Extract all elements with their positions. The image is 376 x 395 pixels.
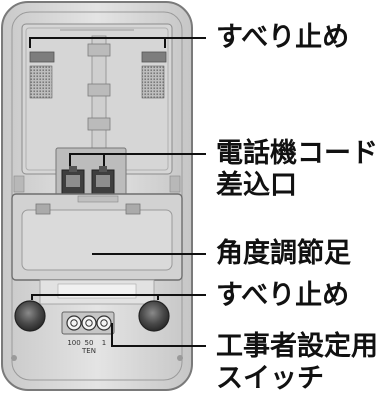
label-angle-stand: 角度調節足 (216, 238, 351, 270)
angle-adjust-stand (11, 193, 183, 281)
label-cord-jack-line1: 電話機コード (216, 138, 376, 169)
leader-rubber-feet-top (29, 37, 166, 48)
switch-label-100: 100 (67, 339, 80, 347)
bottom-right-rubber-foot (138, 300, 170, 332)
cord-jack-right (91, 166, 115, 195)
leader-cord-jack (69, 153, 105, 166)
label-rubber-feet-top: すべり止め (216, 22, 349, 54)
leader-rubber-feet-bottom (31, 294, 159, 300)
label-cord-jack: 電話機コード 差込口 (216, 138, 376, 202)
label-installer-switch: 工事者設定用 スイッチ (216, 331, 376, 395)
label-cord-jack-line2: 差込口 (216, 170, 297, 201)
label-rubber-feet-top-text: すべり止め (216, 22, 350, 53)
installer-switches: 100 50 1 TEN (61, 311, 115, 355)
top-rubber-feet (29, 51, 167, 99)
cord-channel (60, 29, 134, 169)
label-rubber-feet-bottom: すべり止め (216, 280, 349, 312)
bottom-rubber-feet (14, 300, 170, 332)
switch-caption: TEN (81, 347, 96, 355)
label-angle-stand-text: 角度調節足 (216, 238, 351, 269)
label-installer-switch-line2: スイッチ (216, 363, 324, 394)
bottom-left-rubber-foot (14, 300, 46, 332)
switch-50 (81, 315, 97, 331)
cord-jack-left (61, 166, 85, 195)
switch-100 (66, 315, 82, 331)
top-left-rubber-foot (29, 51, 55, 99)
top-right-rubber-foot (141, 51, 167, 99)
cord-jacks (55, 147, 127, 201)
switch-label-1: 1 (102, 339, 106, 347)
leader-lines (29, 37, 206, 347)
switch-1 (96, 315, 112, 331)
switch-label-50: 50 (85, 339, 94, 347)
side-ridges (13, 175, 181, 193)
leader-installer-switch (111, 323, 206, 347)
label-rubber-feet-bottom-text: すべり止め (216, 280, 350, 311)
label-installer-switch-line1: 工事者設定用 (216, 331, 376, 362)
